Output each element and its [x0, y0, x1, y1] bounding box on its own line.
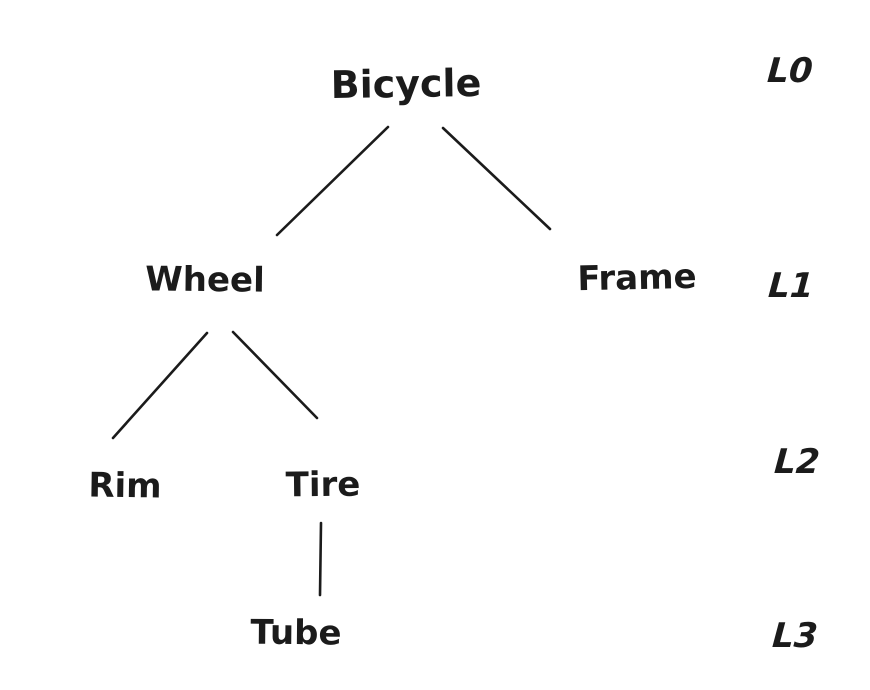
node-wheel: Wheel: [145, 259, 265, 301]
edge-wheel-rim: [111, 331, 209, 440]
level-label-l3: L3: [770, 616, 820, 656]
node-rim: Rim: [88, 465, 162, 507]
level-label-l2: L2: [772, 442, 822, 482]
node-tire: Tire: [285, 464, 361, 506]
edge-bicycle-wheel: [275, 125, 390, 237]
node-tube: Tube: [250, 612, 342, 654]
node-bicycle: Bicycle: [330, 60, 482, 108]
edge-tire-tube: [318, 521, 323, 597]
edge-bicycle-frame: [441, 126, 552, 231]
level-label-l0: L0: [765, 51, 815, 91]
edge-wheel-tire: [231, 330, 319, 420]
node-frame: Frame: [576, 256, 698, 300]
level-label-l1: L1: [766, 266, 816, 306]
